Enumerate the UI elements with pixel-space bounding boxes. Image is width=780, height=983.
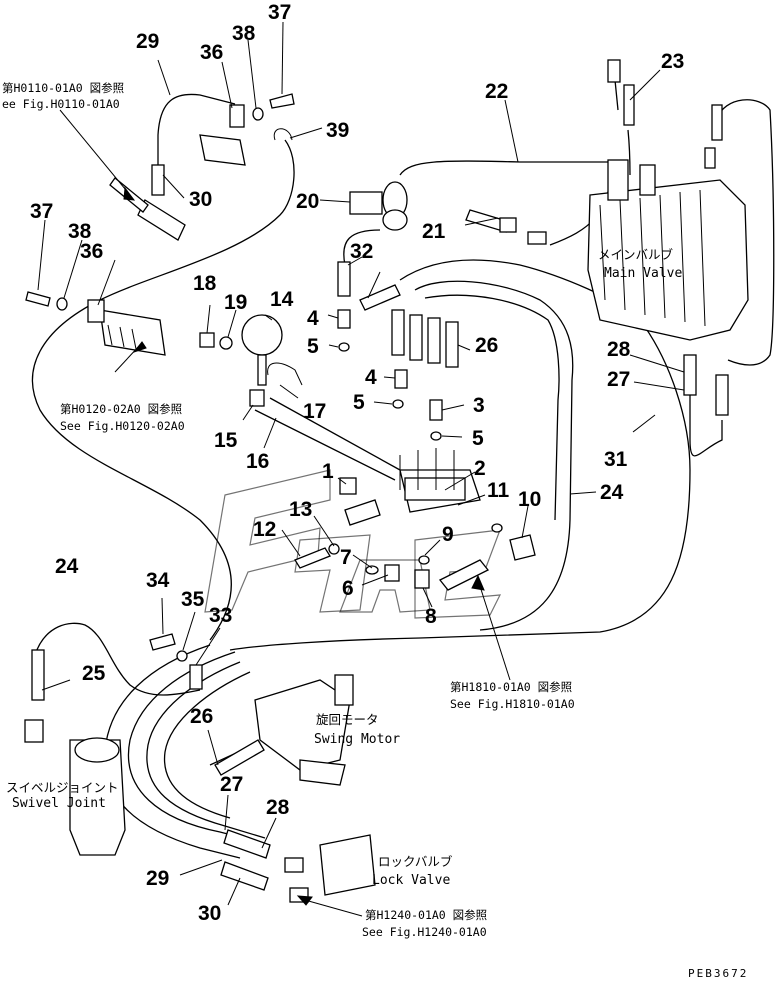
ref-h0110-jp[interactable]: 第H0110-01A0 図参照: [2, 81, 124, 95]
part-number: 33: [209, 604, 232, 627]
lock-valve-body: [319, 834, 376, 896]
swing-motor-label-jp: 旋回モータ: [316, 712, 379, 727]
part-number: 8: [425, 605, 437, 628]
figure-references: 第H0110-01A0 図参照 ee Fig.H0110-01A0 第H0120…: [2, 81, 575, 939]
part-number: 30: [198, 902, 221, 925]
leader-lines: [37, 21, 685, 917]
part-number: 13: [289, 498, 312, 521]
ref-h0120-en[interactable]: See Fig.H0120-02A0: [60, 419, 185, 433]
swing-motor-label-en: Swing Motor: [314, 732, 400, 747]
part-number: 12: [253, 518, 276, 541]
part-number-callouts: 1 2 3 4 4 5 5 5 6 7 8 9 10 11 12 13 14 1…: [30, 1, 684, 925]
part-number: 39: [326, 119, 349, 142]
part-number: 26: [190, 705, 213, 728]
part-number: 36: [80, 240, 103, 263]
part-number: 24: [600, 481, 624, 504]
part-number: 5: [472, 427, 484, 450]
part-number: 5: [307, 335, 319, 358]
part-number: 21: [422, 220, 446, 243]
part-number: 30: [189, 188, 212, 211]
hose-lines: [31, 79, 775, 859]
ref-h1810-en[interactable]: See Fig.H1810-01A0: [450, 697, 575, 711]
part-number: 25: [82, 662, 106, 685]
accumulator: [241, 314, 283, 356]
swivel-joint-label-en: Swivel Joint: [12, 796, 106, 811]
ref-h1240-jp[interactable]: 第H1240-01A0 図参照: [365, 908, 487, 922]
ref-h1810-jp[interactable]: 第H1810-01A0 図参照: [450, 680, 572, 694]
part-number: 17: [303, 400, 326, 423]
main-valve-body: [587, 179, 749, 341]
part-number: 4: [307, 307, 319, 330]
part-number: 34: [146, 569, 170, 592]
part-number: 18: [193, 272, 217, 295]
main-valve-label-jp: メインバルブ: [598, 247, 674, 262]
ref-h0120-jp[interactable]: 第H0120-02A0 図参照: [60, 402, 182, 416]
lock-valve-label-en: Lock Valve: [372, 873, 450, 888]
component-labels: メインバルブ Main Valve 旋回モータ Swing Motor スイベル…: [6, 247, 682, 888]
part-number: 35: [181, 588, 205, 611]
ref-h1240-en[interactable]: See Fig.H1240-01A0: [362, 925, 487, 939]
part-number: 38: [68, 220, 92, 243]
part-number: 36: [200, 41, 223, 64]
part-number: 26: [475, 334, 498, 357]
part-number: 32: [350, 240, 373, 263]
swivel-joint-label-jp: スイベルジョイント: [6, 780, 119, 795]
part-number: 1: [322, 460, 334, 483]
part-number: 29: [136, 30, 159, 53]
part-number: 6: [342, 577, 354, 600]
lock-valve-label-jp: ロックバルブ: [378, 854, 453, 869]
part-number: 23: [661, 50, 684, 73]
part-number: 15: [214, 429, 238, 452]
part-number: 37: [268, 1, 291, 24]
drawing-code: PEB3672: [688, 967, 748, 980]
part-number: 5: [353, 391, 365, 414]
part-number: 10: [518, 488, 541, 511]
part-number: 27: [220, 773, 243, 796]
part-number: 2: [474, 457, 486, 480]
part-number: 20: [296, 190, 319, 213]
part-number: 3: [473, 394, 485, 417]
part-number: 24: [55, 555, 79, 578]
part-number: 37: [30, 200, 53, 223]
part-number: 14: [270, 288, 294, 311]
component-shapes: [24, 59, 749, 903]
part-number: 7: [340, 546, 352, 569]
part-number: 22: [485, 80, 508, 103]
part-number: 28: [266, 796, 290, 819]
part-number: 29: [146, 867, 169, 890]
swivel-joint-body: [69, 739, 126, 856]
part-number: 38: [232, 22, 256, 45]
main-valve-label-en: Main Valve: [604, 266, 682, 281]
part-number: 28: [607, 338, 631, 361]
swing-motor-body: [254, 679, 351, 771]
part-number: 31: [604, 448, 628, 471]
part-number: 9: [442, 523, 454, 546]
part-number: 27: [607, 368, 630, 391]
part-number: 19: [224, 291, 247, 314]
part-number: 11: [487, 479, 510, 502]
part-number: 4: [365, 366, 377, 389]
part-number: 16: [246, 450, 269, 473]
ref-h0110-en[interactable]: ee Fig.H0110-01A0: [2, 97, 120, 111]
